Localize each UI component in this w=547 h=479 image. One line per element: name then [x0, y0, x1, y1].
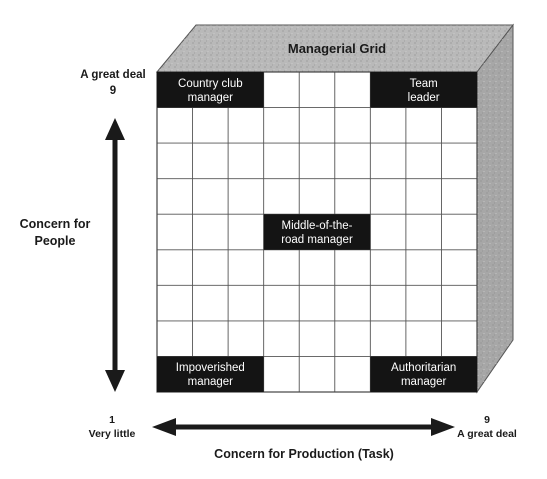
grid-border [156, 71, 478, 393]
style-label-impoverished: Impoverished manager [157, 356, 264, 392]
style-label-line: Impoverished [176, 362, 245, 374]
style-label-box [370, 72, 477, 108]
production-axis-min-label: Very little [89, 428, 136, 440]
production-axis-max-label: A great deal [457, 428, 517, 440]
style-label-line: manager [401, 376, 447, 388]
box-side-texture [477, 25, 513, 392]
style-label-box [370, 356, 477, 392]
style-label-line: Country club [178, 78, 243, 90]
production-axis-arrowhead-right [431, 418, 455, 436]
production-axis-arrowhead-left [152, 418, 176, 436]
people-axis-arrowhead-up [105, 118, 125, 140]
style-label-line: road manager [281, 234, 353, 246]
diagram-title: Managerial Grid [288, 41, 386, 56]
style-label-authoritarian: Authoritarian manager [370, 356, 477, 392]
style-label-line: Team [410, 78, 438, 90]
style-label-country-club: Country club manager [157, 72, 264, 108]
production-axis-max-value: 9 [484, 414, 490, 426]
style-label-line: manager [188, 92, 234, 104]
style-label-line: leader [408, 92, 440, 104]
style-label-box [157, 72, 264, 108]
style-label-line: manager [188, 376, 234, 388]
people-axis-max-value: 9 [110, 85, 116, 97]
people-axis-title-line1: Concern for [20, 217, 91, 231]
style-label-box [263, 214, 371, 250]
production-axis-title: Concern for Production (Task) [214, 447, 394, 461]
style-label-line: Authoritarian [391, 362, 456, 374]
style-label-line: Middle-of-the- [282, 220, 353, 232]
people-axis-max-label: A great deal [80, 69, 145, 81]
people-axis-arrow [105, 118, 125, 392]
people-axis-arrowhead-down [105, 370, 125, 392]
style-label-box [157, 356, 264, 392]
people-axis-title-line2: People [35, 234, 76, 248]
production-axis-arrow [152, 418, 455, 436]
style-label-team: Team leader [370, 72, 477, 108]
style-labels: Country club manager Team leaderMiddle-of-t… [157, 72, 477, 392]
box-top-texture [157, 25, 513, 72]
production-axis-min-value: 1 [109, 414, 115, 426]
style-label-middle-of-the-road: Middle-of-the-road manager [263, 214, 371, 250]
